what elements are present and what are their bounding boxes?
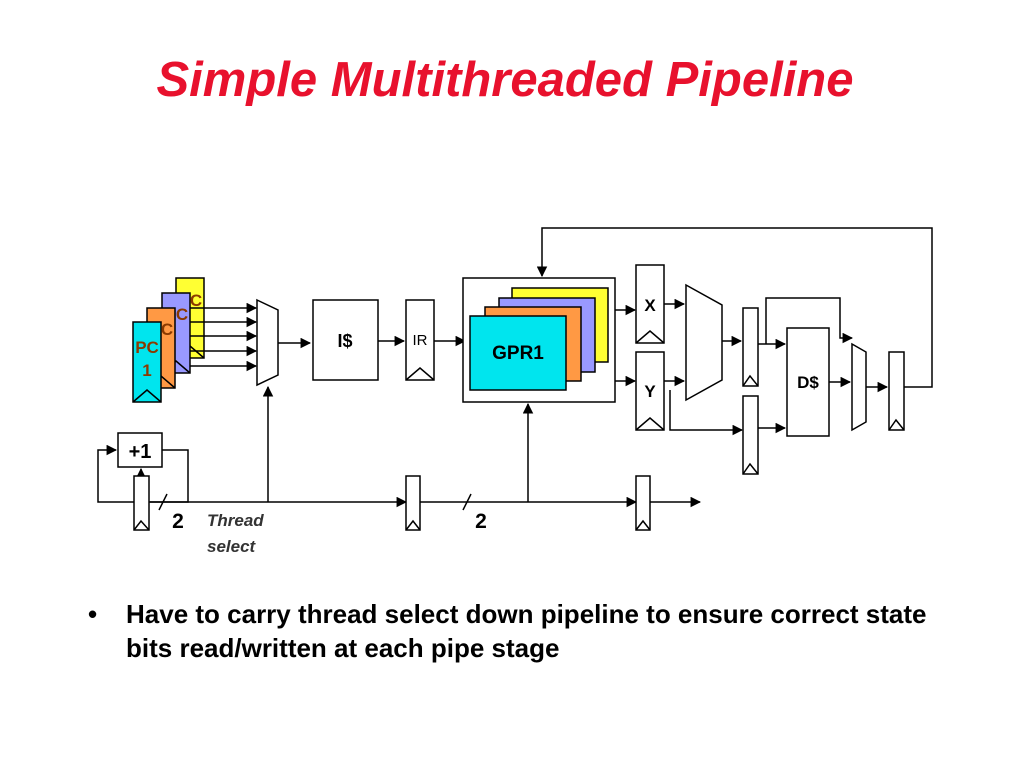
thread-select-register-1 — [405, 475, 421, 531]
bus-width-label-2: 2 — [475, 510, 487, 533]
thread-select-label-line1: Thread — [207, 511, 264, 530]
thread-select-label-line2: select — [207, 537, 257, 556]
gpr-label: GPR1 — [492, 343, 544, 364]
pc-label-3: C — [176, 305, 188, 324]
thread-select-register-2 — [635, 475, 651, 531]
pc-label-1-line2: 1 — [142, 361, 151, 380]
store-data-register — [742, 395, 759, 475]
pc-to-mux-arrows — [190, 302, 258, 372]
gpr-file-1 — [469, 315, 567, 391]
pc-label-4: C — [190, 291, 202, 310]
writeback-mux — [851, 342, 867, 432]
x-label: X — [644, 296, 656, 315]
bullet-marker: • — [88, 599, 98, 629]
icache — [312, 299, 379, 381]
bus-width-slash-1 — [158, 493, 168, 511]
y-register — [635, 351, 665, 431]
y-label: Y — [644, 382, 656, 401]
alu-output-register — [742, 307, 759, 387]
thread-mux — [256, 298, 279, 387]
pc-register-1 — [132, 321, 162, 403]
dcache-label: D$ — [797, 373, 819, 392]
icache-label: I$ — [337, 331, 352, 351]
ir-label: IR — [413, 332, 428, 349]
writeback-path — [536, 227, 933, 388]
pipeline-diagram: C C C PC 1 I$ IR GPR1 X Y D$ +1 2 2 Thre… — [97, 227, 933, 556]
writeback-register — [888, 351, 905, 431]
bus-width-slash-2 — [462, 493, 472, 511]
dcache — [786, 327, 830, 437]
bullet-text: Have to carry thread select down pipelin… — [126, 599, 927, 663]
bullet-list: • Have to carry thread select down pipel… — [88, 597, 948, 665]
pc-label-2: C — [161, 320, 173, 339]
bus-width-label-1: 2 — [172, 510, 184, 533]
bullet-item: • Have to carry thread select down pipel… — [88, 597, 948, 665]
thread-counter-register — [133, 475, 150, 531]
ir-register — [405, 299, 435, 381]
slide-title: Simple Multithreaded Pipeline — [156, 53, 854, 107]
alu — [685, 283, 723, 402]
incrementer-label: +1 — [129, 441, 152, 463]
x-register — [635, 264, 665, 344]
incrementer — [117, 432, 163, 468]
pc-label-1-line1: PC — [135, 338, 159, 357]
